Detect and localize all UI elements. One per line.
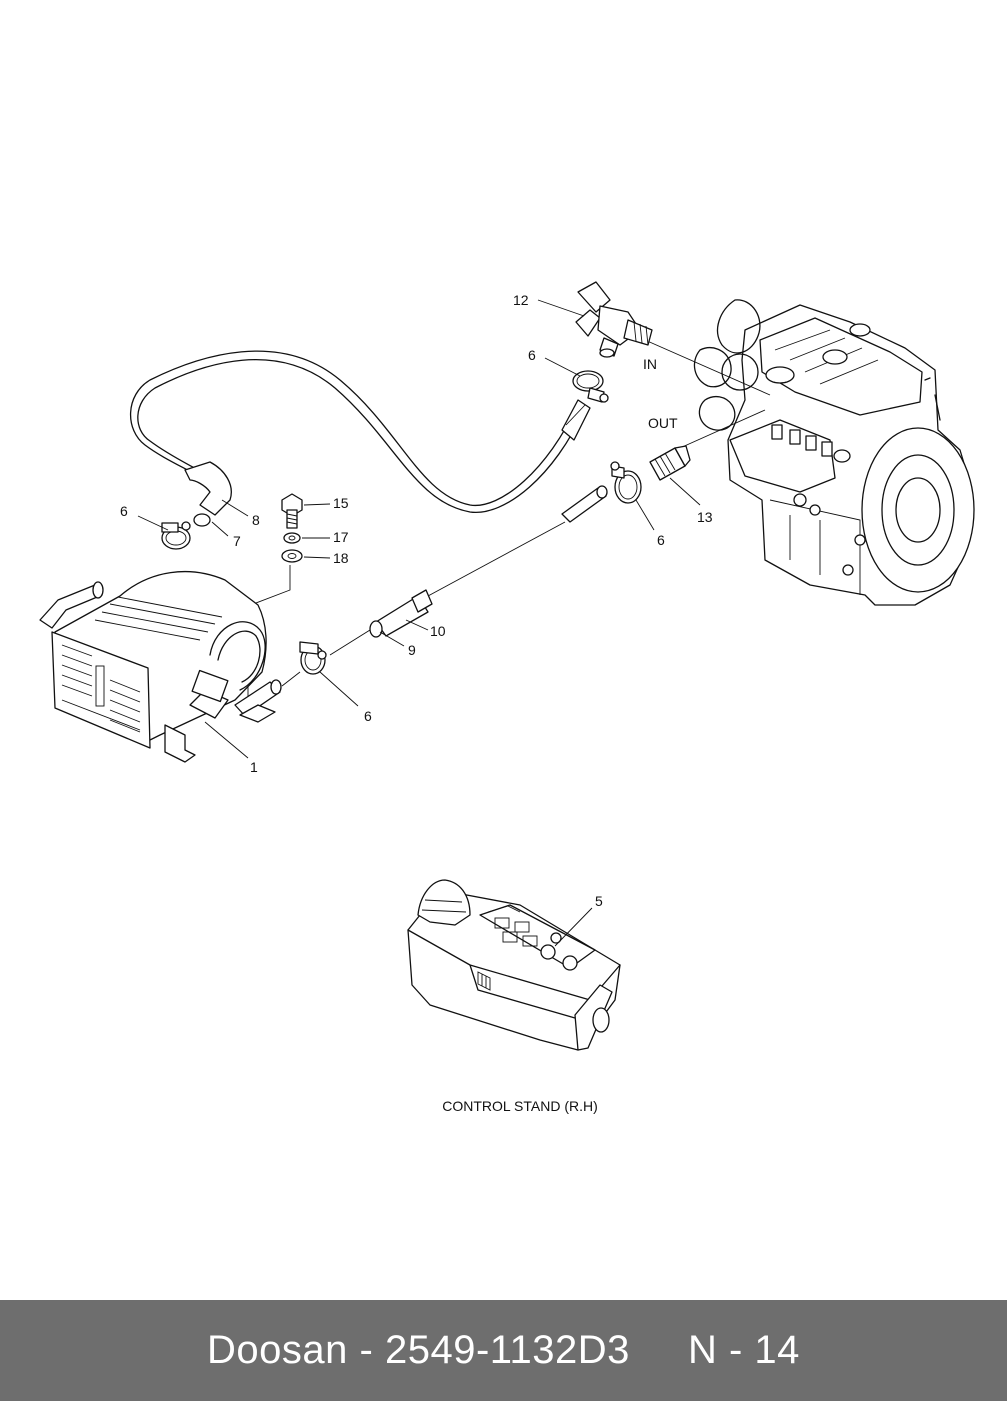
control-stand xyxy=(407,879,621,1051)
footer-page: N - 14 xyxy=(688,1328,800,1372)
bolt-washers xyxy=(247,493,303,715)
footer-gap xyxy=(630,1328,688,1373)
leader-lines xyxy=(137,299,701,947)
engine-fitting xyxy=(649,445,691,481)
callout-15: 15 xyxy=(333,495,349,511)
footer-part-number: 2549-1132D3 xyxy=(384,1328,630,1372)
callout-1: 1 xyxy=(250,759,258,775)
control-stand-caption: CONTROL STAND (R.H) xyxy=(442,1098,598,1114)
heater-valve xyxy=(575,281,653,358)
callout-5: 5 xyxy=(595,893,603,909)
callout-10: 10 xyxy=(430,623,446,639)
footer-brand: Doosan xyxy=(207,1328,348,1372)
callout-18: 18 xyxy=(333,550,349,566)
callout-13: 13 xyxy=(697,509,713,525)
callout-12: 12 xyxy=(513,292,529,308)
callout-9: 9 xyxy=(408,642,416,658)
footer-separator: - xyxy=(347,1328,385,1372)
callout-8: 8 xyxy=(252,512,260,528)
callout-labels: 12 6 6 7 8 15 17 18 10 9 6 1 6 13 5 IN O… xyxy=(120,292,713,909)
engine-illustration xyxy=(644,299,975,606)
callout-17: 17 xyxy=(333,529,349,545)
callout-7: 7 xyxy=(233,533,241,549)
callout-6-heater-outlet: 6 xyxy=(364,708,372,724)
callout-6-engine: 6 xyxy=(657,532,665,548)
lower-hose xyxy=(281,485,608,687)
callout-6-valve: 6 xyxy=(528,347,536,363)
hose-clamps xyxy=(161,370,642,675)
heater-unit xyxy=(39,570,282,763)
upper-hose xyxy=(129,350,591,527)
footer-bar: Doosan - 2549-1132D3 N - 14 xyxy=(0,1300,1007,1401)
parts-diagram: 12 6 6 7 8 15 17 18 10 9 6 1 6 13 5 IN O… xyxy=(39,281,975,1114)
port-label-out: OUT xyxy=(648,415,678,431)
callout-6-heater-inlet: 6 xyxy=(120,503,128,519)
port-label-in: IN xyxy=(643,356,657,372)
